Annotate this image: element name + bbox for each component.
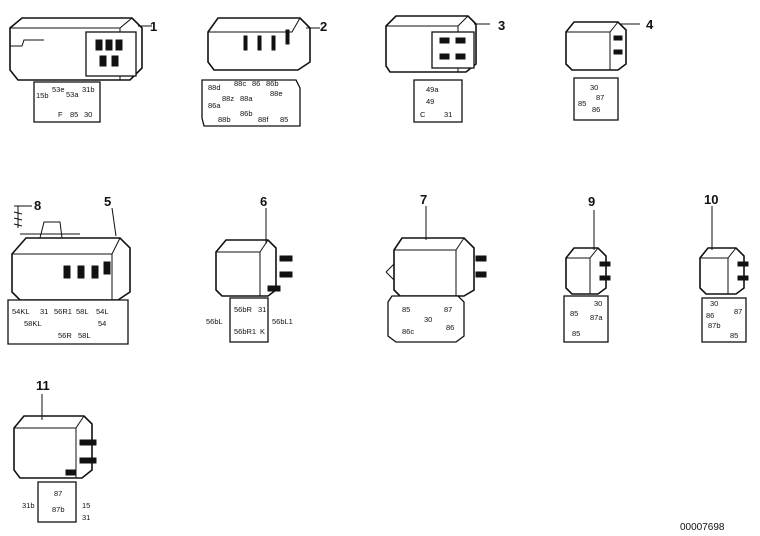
pin-label: 58L <box>76 307 89 316</box>
pin-label: 88d <box>208 83 221 92</box>
pin-label: 85 <box>730 331 738 340</box>
pin-label: 88c <box>234 79 246 88</box>
pin-label: 87 <box>734 307 742 316</box>
pin-label: 58KL <box>24 319 42 328</box>
pin-label: 31 <box>444 110 452 119</box>
relay-4-number: 4 <box>646 17 654 32</box>
pin-label: 31 <box>40 307 48 316</box>
pin-label: 54KL <box>12 307 30 316</box>
relay-4: 4 30 87 85 86 <box>565 17 654 121</box>
relay-3-number: 3 <box>498 18 505 33</box>
pin-label: 56R <box>58 331 72 340</box>
pin-label: 30 <box>424 315 432 324</box>
pin-label: 87b <box>52 505 65 514</box>
pin-label: 86a <box>208 101 221 110</box>
pin-label: 31b <box>22 501 35 510</box>
pin-label: 56bR <box>234 305 253 314</box>
relay-3: 3 49a 49 C 31 <box>385 15 505 123</box>
pin-label: 88a <box>240 94 253 103</box>
pin-label: 56bR1 <box>234 327 256 336</box>
pin-label: 31 <box>258 305 266 314</box>
relay-5-number: 5 <box>104 194 111 209</box>
catalog-number: 00007698 <box>680 522 725 533</box>
relay-2: 2 88d 88c 86 86b 88z 88a 88e 86a 88b 88f… <box>201 17 327 127</box>
pin-label: 85 <box>572 329 580 338</box>
relay-9-number: 9 <box>588 194 595 209</box>
pin-label: 86 <box>706 311 714 320</box>
relay-1-number: 1 <box>150 19 157 34</box>
relay-11-number: 11 <box>36 378 50 393</box>
relay-11: 11 31b 87 87b 15 31 <box>13 378 97 523</box>
pin-label: 87 <box>54 489 62 498</box>
relay-7: 7 85 87 30 86c 86 <box>385 192 487 343</box>
relay-5: 5 54KL 31 56R1 58L 54L 58KL 56R 58L 54 <box>7 194 131 345</box>
screw-8: 8 <box>13 198 41 228</box>
pin-label: 86 <box>252 79 260 88</box>
pin-label: 30 <box>84 110 92 119</box>
pin-label: 86c <box>402 327 414 336</box>
pin-label: 85 <box>570 309 578 318</box>
pin-label: 56bL1 <box>272 317 293 326</box>
pin-label: 88e <box>270 89 283 98</box>
pin-label: 58L <box>78 331 91 340</box>
pin-label: 86b <box>266 79 279 88</box>
relay-10-number: 10 <box>704 192 718 207</box>
pin-label: 53a <box>66 90 79 99</box>
pin-label: 49 <box>426 97 434 106</box>
screw-8-number: 8 <box>34 198 41 213</box>
pin-label: 86 <box>446 323 454 332</box>
pin-label: 53e <box>52 85 65 94</box>
pin-label: 87b <box>708 321 721 330</box>
pin-label: 86b <box>240 109 253 118</box>
pin-label: 86 <box>592 105 600 114</box>
pin-label: 85 <box>578 99 586 108</box>
pin-label: 31 <box>82 513 90 522</box>
pin-label: 85 <box>70 110 78 119</box>
relay-2-number: 2 <box>320 19 327 34</box>
pin-label: F <box>58 110 63 119</box>
pin-label: 88z <box>222 94 234 103</box>
pin-label: 87 <box>444 305 452 314</box>
pin-label: 88b <box>218 115 231 124</box>
relay-9: 9 30 85 87a 85 <box>563 194 611 343</box>
pin-label: 85 <box>402 305 410 314</box>
pin-label: 30 <box>590 83 598 92</box>
pin-label: 56R1 <box>54 307 72 316</box>
relay-1: 1 15b 53e 53a 31b F 85 30 <box>9 17 157 123</box>
pin-label: 87 <box>596 93 604 102</box>
pin-label: 54L <box>96 307 109 316</box>
pin-label: 30 <box>710 299 718 308</box>
relay-6: 6 56bL 56bR 31 56bL1 56bR1 K <box>206 194 293 343</box>
pin-label: 54 <box>98 319 106 328</box>
pin-label: 30 <box>594 299 602 308</box>
pin-label: 15b <box>36 91 49 100</box>
pin-label: 49a <box>426 85 439 94</box>
pin-label: 31b <box>82 85 95 94</box>
pin-label: 15 <box>82 501 90 510</box>
pin-label: K <box>260 327 265 336</box>
relay-7-number: 7 <box>420 192 427 207</box>
relay-6-number: 6 <box>260 194 267 209</box>
pin-label: 85 <box>280 115 288 124</box>
pin-label: 88f <box>258 115 269 124</box>
pin-label: C <box>420 110 426 119</box>
pin-label: 87a <box>590 313 603 322</box>
pin-label: 56bL <box>206 317 223 326</box>
relay-10: 10 30 86 87 87b 85 <box>699 192 749 343</box>
